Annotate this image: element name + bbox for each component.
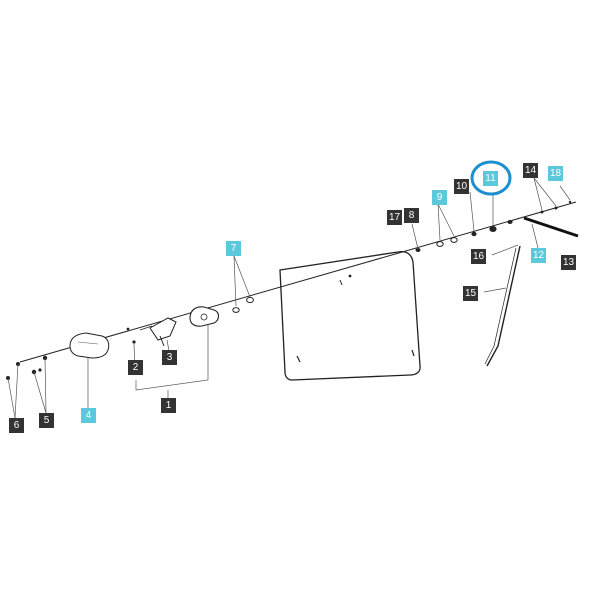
callout-17[interactable]: 17 <box>387 210 402 225</box>
wiper-shaft <box>19 201 577 363</box>
callout-7[interactable]: 7 <box>226 241 241 256</box>
shaft-fittings <box>415 200 572 252</box>
callout-1[interactable]: 1 <box>161 398 176 413</box>
wiper-arm <box>486 245 521 367</box>
callout-8[interactable]: 8 <box>404 208 419 223</box>
callout-3[interactable]: 3 <box>162 350 177 365</box>
window-glass <box>279 250 421 381</box>
wiper-cap <box>69 332 110 359</box>
wiper-blade <box>523 216 579 238</box>
callout-18[interactable]: 18 <box>548 166 563 181</box>
callout-11[interactable]: 11 <box>483 171 498 186</box>
callout-5[interactable]: 5 <box>39 413 54 428</box>
washers-7 <box>232 296 254 313</box>
callout-2[interactable]: 2 <box>128 360 143 375</box>
callout-13[interactable]: 13 <box>561 255 576 270</box>
callout-15[interactable]: 15 <box>463 286 478 301</box>
end-pins <box>6 355 48 380</box>
callout-14[interactable]: 14 <box>523 163 538 178</box>
wiper-arm-bracket <box>149 317 177 341</box>
wiper-motor <box>189 306 220 327</box>
leader-lines <box>7 177 571 419</box>
callout-4[interactable]: 4 <box>81 408 96 423</box>
callout-12[interactable]: 12 <box>531 248 546 263</box>
bolts <box>126 327 136 344</box>
callout-10[interactable]: 10 <box>454 179 469 194</box>
callout-9[interactable]: 9 <box>432 190 447 205</box>
callout-6[interactable]: 6 <box>9 418 24 433</box>
callout-16[interactable]: 16 <box>471 249 486 264</box>
